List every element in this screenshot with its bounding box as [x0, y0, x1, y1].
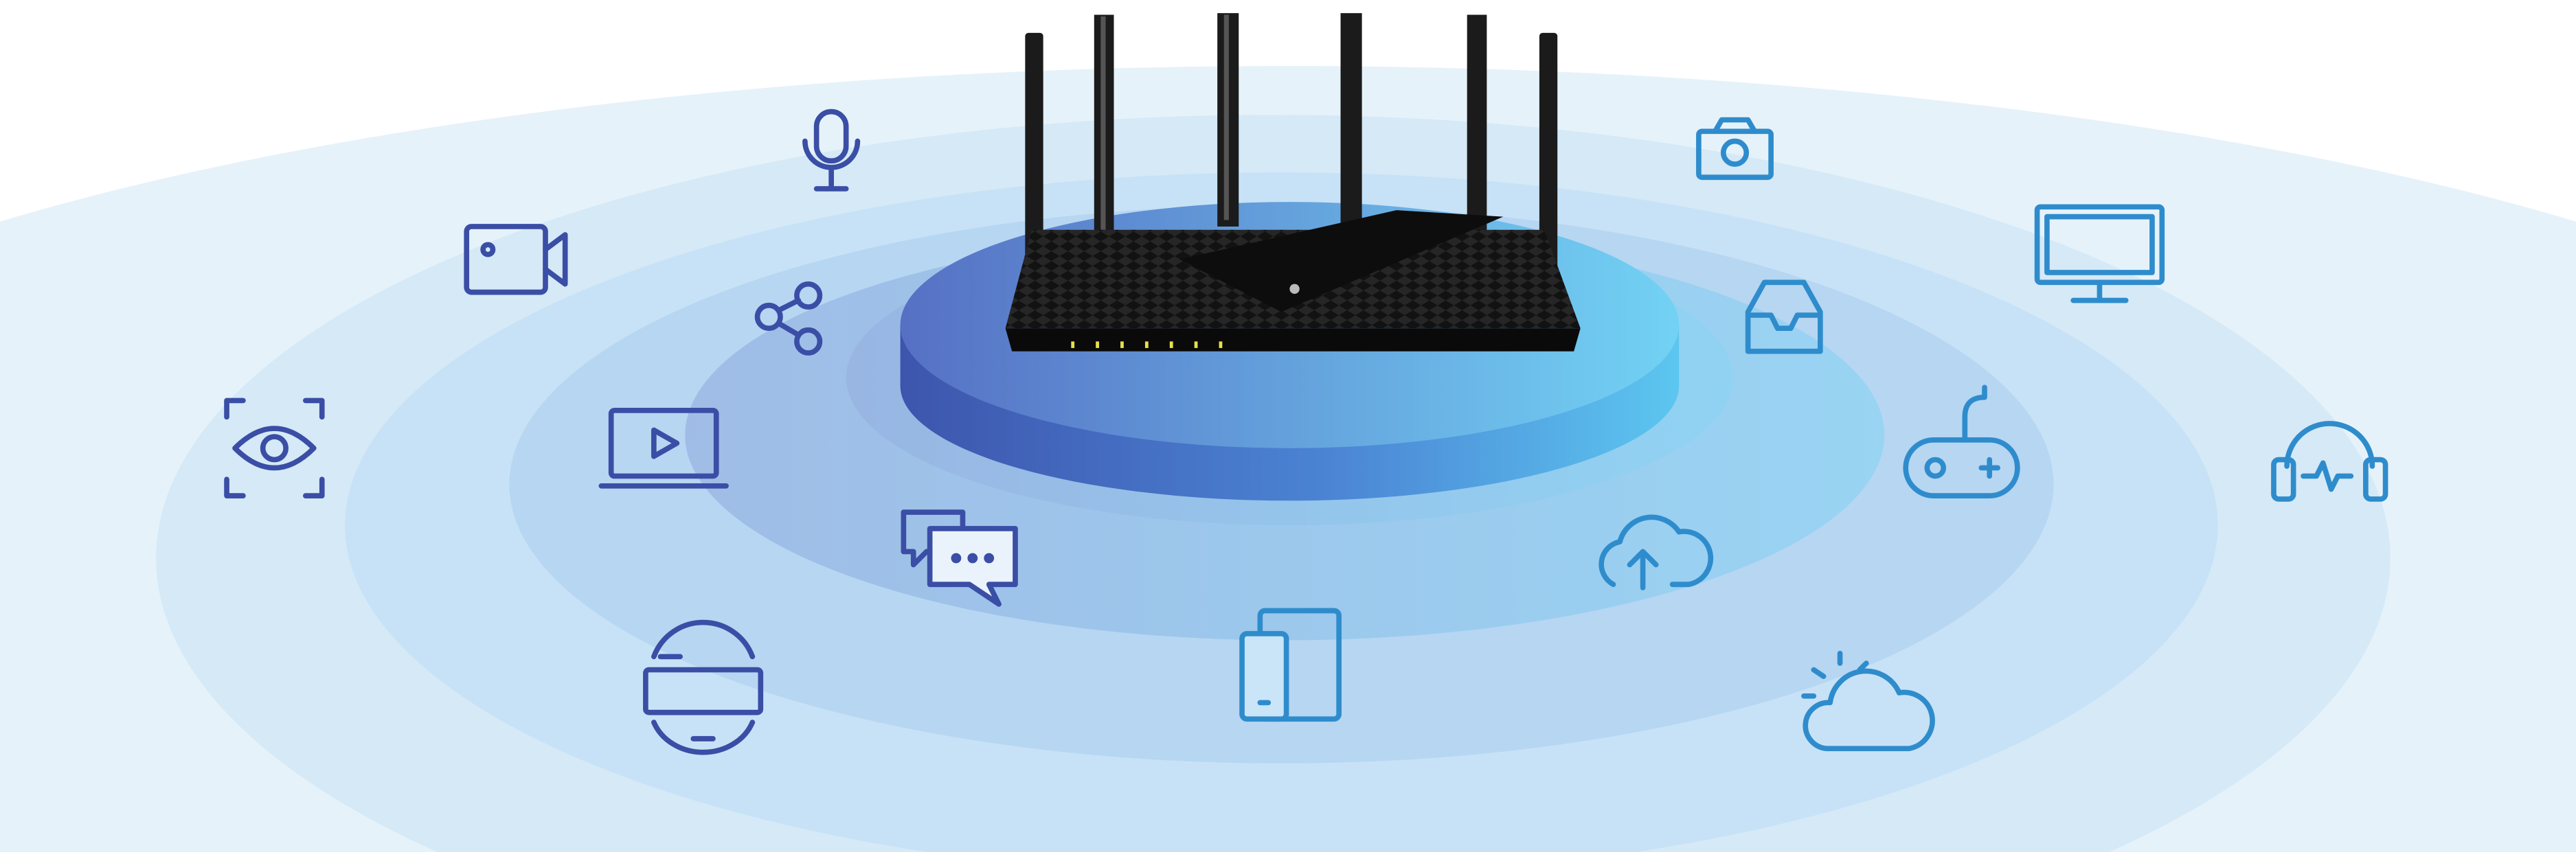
monitor-icon	[2034, 204, 2165, 303]
microphone-icon	[802, 108, 861, 192]
photo-camera-icon	[1696, 117, 1774, 181]
inbox-tray-icon	[1745, 279, 1823, 354]
status-leds	[1071, 341, 1223, 348]
router-front	[1005, 328, 1581, 352]
router	[1005, 13, 1581, 352]
vr-headset-icon	[643, 619, 764, 755]
laptop-play-icon	[598, 407, 729, 489]
router-top-panel	[1179, 210, 1504, 312]
weather-cloud-icon	[1801, 650, 1935, 752]
eye-scan-icon	[224, 398, 325, 498]
video-camera-icon	[464, 224, 568, 295]
chat-bubbles-icon	[901, 509, 1018, 607]
gamepad-icon	[1903, 384, 2020, 498]
cloud-upload-icon	[1598, 514, 1714, 590]
tablet-phone-icon	[1239, 608, 1342, 722]
router-logo	[1289, 284, 1300, 295]
share-icon	[754, 281, 823, 356]
antennas	[1025, 13, 1558, 296]
headset-icon	[2271, 421, 2388, 502]
